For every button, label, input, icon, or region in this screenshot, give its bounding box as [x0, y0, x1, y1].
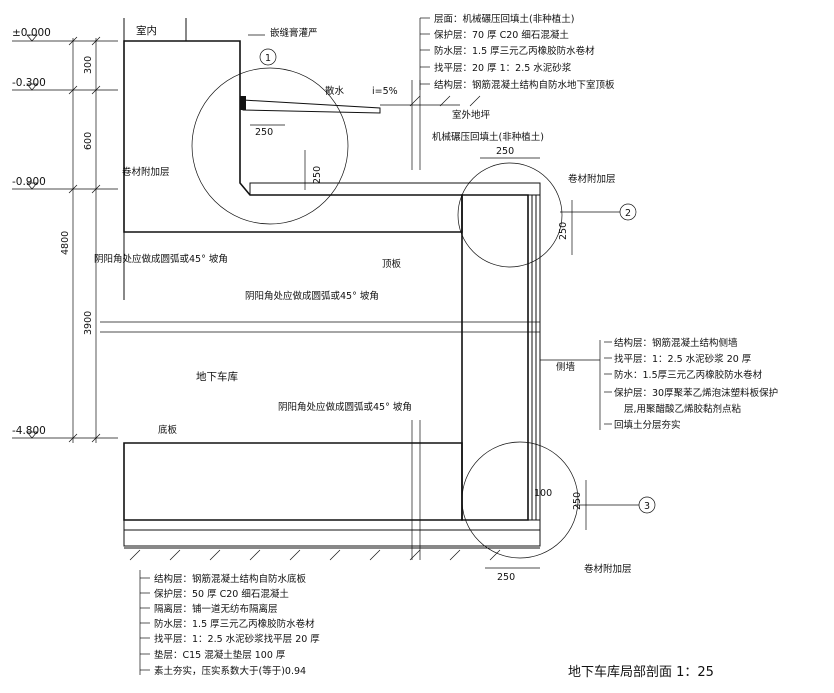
label-backfill: 机械碾压回填土(非种植土) [432, 131, 544, 143]
break-lines [100, 80, 540, 560]
label-fillet-1: 阴阳角处应做成圆弧或45° 坡角 [94, 253, 228, 265]
leader-lines [139, 17, 601, 675]
roof-layer: 保护层：70 厚 C20 细石混凝土 [434, 29, 569, 41]
dim-600: 600 [83, 132, 94, 150]
wall-layer: 找平层：1：2.5 水泥砂浆 20 厚 [614, 353, 752, 365]
dim-250-bottom: 250 [497, 572, 515, 583]
wall-layer: 保护层：30厚聚苯乙烯泡沫塑料板保护 [614, 387, 778, 399]
floor-layer: 防水层：1.5 厚三元乙丙橡胶防水卷材 [154, 618, 315, 630]
drawing-title: 地下车库局部剖面 1：25 [568, 664, 714, 680]
label-drain: 散水 [325, 85, 345, 97]
detail-callouts: 1 2 3 [191, 48, 656, 559]
roof-layer: 结构层：钢筋混凝土结构自防水地下室顶板 [434, 79, 615, 91]
side-wall [461, 194, 541, 525]
label-bottom-slab: 底板 [158, 424, 178, 436]
dim-100: 100 [534, 488, 552, 499]
dim-300: 300 [83, 56, 94, 74]
dim-250-top: 250 [255, 127, 273, 138]
floor-layer-legend: 结构层：钢筋混凝土结构自防水底板 保护层：50 厚 C20 细石混凝土 隔离层：… [154, 573, 320, 677]
label-roof-slab: 顶板 [382, 258, 402, 270]
floor-layer: 隔离层：铺一道无纺布隔离层 [154, 603, 278, 615]
label-membrane-extra-3: 卷材附加层 [584, 563, 632, 575]
roof-layer: 找平层：20 厚 1：2.5 水泥砂浆 [434, 62, 572, 74]
roof-layer: 防水层：1.5 厚三元乙丙橡胶防水卷材 [434, 45, 595, 57]
callout-1: 1 [265, 53, 271, 64]
level-1: -0.300 [12, 77, 46, 89]
label-membrane-extra-2: 卷材附加层 [568, 173, 616, 185]
level-2: -0.900 [12, 176, 46, 188]
wall-layer-legend: 结构层：钢筋混凝土结构侧墙 找平层：1：2.5 水泥砂浆 20 厚 防水：1.5… [604, 337, 778, 431]
dim-250-right-top: 250 [496, 146, 514, 157]
label-fillet-3: 阴阳角处应做成圆弧或45° 坡角 [278, 401, 412, 413]
callout-2: 2 [625, 208, 631, 219]
label-sealant: 嵌缝膏灌严 [270, 27, 318, 39]
wall-layer: 层,用聚醋酸乙烯胶黏剂点粘 [624, 403, 742, 415]
dim-250-right-v: 250 [558, 222, 569, 240]
level-marks: ±0.000 -0.300 -0.900 -4.800 [12, 27, 118, 439]
ground-marks [129, 95, 501, 561]
callout-3: 3 [644, 501, 650, 512]
bottom-slab [123, 442, 541, 549]
dim-4800: 4800 [60, 231, 71, 255]
detail-dimensions: 250 250 250 250 100 250 250 [250, 124, 587, 583]
dim-250-bottom-v: 250 [572, 492, 583, 510]
roof-protection-layer [249, 182, 541, 196]
floor-layer: 垫层：C15 混凝土垫层 100 厚 [154, 649, 286, 661]
dim-3900: 3900 [83, 311, 94, 335]
label-side-wall: 侧墙 [556, 361, 576, 373]
drainage-slope [240, 96, 460, 114]
wall-layer: 结构层：钢筋混凝土结构侧墙 [614, 337, 738, 349]
label-membrane-extra-1: 卷材附加层 [122, 166, 170, 178]
level-3: -4.800 [12, 425, 46, 437]
level-0: ±0.000 [12, 27, 51, 39]
wall-layer: 防水：1.5厚三元乙丙橡胶防水卷材 [614, 369, 763, 381]
label-outdoor-ground: 室外地坪 [452, 109, 491, 121]
floor-layer: 保护层：50 厚 C20 细石混凝土 [154, 588, 289, 600]
label-fillet-2: 阴阳角处应做成圆弧或45° 坡角 [245, 290, 379, 302]
roof-layer: 层面：机械碾压回填土(非种植土) [434, 13, 574, 25]
roof-layer-legend: 层面：机械碾压回填土(非种植土) 保护层：70 厚 C20 细石混凝土 防水层：… [434, 13, 615, 91]
label-slope: i=5% [372, 86, 398, 97]
vertical-dimensions: 300 600 4800 3900 [60, 36, 101, 443]
dim-250-top-v: 250 [312, 166, 323, 184]
label-indoor: 室内 [136, 24, 157, 37]
label-garage: 地下车库 [196, 370, 238, 383]
wall-layer: 回填土分层夯实 [614, 419, 681, 431]
floor-layer: 找平层：1：2.5 水泥砂浆找平层 20 厚 [154, 633, 320, 645]
floor-layer: 素土夯实，压实系数大于(等于)0.94 [154, 665, 306, 677]
floor-layer: 结构层：钢筋混凝土结构自防水底板 [154, 573, 307, 585]
labels: 室内 嵌缝膏灌严 散水 i=5% 室外地坪 机械碾压回填土(非种植土) 卷材附加… [94, 24, 632, 575]
